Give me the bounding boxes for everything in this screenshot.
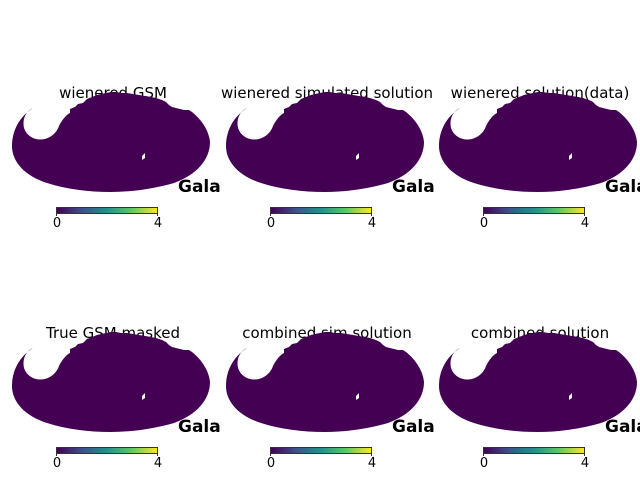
- panel-wienered-gsm: wienered GSM Gala 0 4: [6, 84, 220, 234]
- masked-sky-region: [226, 332, 424, 432]
- panel-true-gsm-masked: True GSM masked Gala 0 4: [6, 324, 220, 474]
- masked-sky-region: [226, 92, 424, 192]
- panel-combined-solution: combined solution Gala 0 4: [433, 324, 640, 474]
- panel-combined-sim-solution: combined sim solution Gala 0 4: [220, 324, 434, 474]
- colorbar: [483, 207, 585, 214]
- masked-sky-region: [12, 92, 210, 192]
- colorbar-min-label: 0: [479, 216, 489, 231]
- mollweide-map: [12, 332, 210, 432]
- mollweide-map: [439, 332, 637, 432]
- coordinate-system-label: Gala: [178, 177, 220, 197]
- panel-wienered-simulated-solution: wienered simulated solution Gala 0 4: [220, 84, 434, 234]
- mollweide-map: [226, 332, 424, 432]
- colorbar: [270, 207, 372, 214]
- colorbar-max-label: 4: [367, 456, 377, 471]
- colorbar-max-label: 4: [367, 216, 377, 231]
- panel-wienered-solution-data: wienered solution(data) Gala 0 4: [433, 84, 640, 234]
- colorbar-tick-min: [56, 213, 57, 216]
- coordinate-system-label: Gala: [605, 417, 640, 437]
- colorbar-min-label: 0: [266, 216, 276, 231]
- coordinate-system-label: Gala: [605, 177, 640, 197]
- colorbar-tick-min: [56, 453, 57, 456]
- colorbar-max-label: 4: [580, 456, 590, 471]
- colorbar-tick-min: [270, 213, 271, 216]
- colorbar: [56, 207, 158, 214]
- masked-sky-region: [439, 332, 637, 432]
- colorbar-tick-min: [270, 453, 271, 456]
- mollweide-map: [12, 92, 210, 192]
- colorbar-min-label: 0: [52, 456, 62, 471]
- colorbar-min-label: 0: [479, 456, 489, 471]
- coordinate-system-label: Gala: [392, 417, 434, 437]
- masked-sky-region: [439, 92, 637, 192]
- colorbar: [56, 447, 158, 454]
- mollweide-map: [439, 92, 637, 192]
- colorbar-tick-min: [483, 213, 484, 216]
- colorbar-tick-min: [483, 453, 484, 456]
- colorbar-tick-max: [371, 453, 372, 456]
- mollweide-map: [226, 92, 424, 192]
- colorbar-tick-max: [157, 453, 158, 456]
- colorbar-tick-max: [584, 453, 585, 456]
- colorbar-max-label: 4: [153, 456, 163, 471]
- colorbar: [270, 447, 372, 454]
- colorbar-tick-max: [584, 213, 585, 216]
- coordinate-system-label: Gala: [392, 177, 434, 197]
- coordinate-system-label: Gala: [178, 417, 220, 437]
- colorbar-min-label: 0: [266, 456, 276, 471]
- colorbar-max-label: 4: [153, 216, 163, 231]
- colorbar-max-label: 4: [580, 216, 590, 231]
- colorbar-min-label: 0: [52, 216, 62, 231]
- colorbar-tick-max: [157, 213, 158, 216]
- masked-sky-region: [12, 332, 210, 432]
- colorbar: [483, 447, 585, 454]
- colorbar-tick-max: [371, 213, 372, 216]
